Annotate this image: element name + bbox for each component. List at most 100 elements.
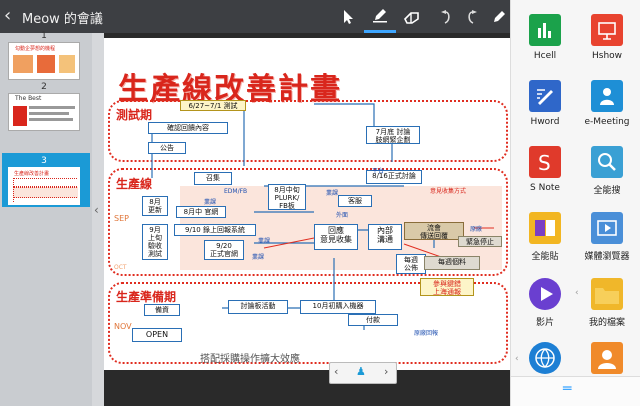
app-label: Hword (530, 117, 560, 127)
box-test-period: 6/27~7/1 測試 (180, 100, 246, 111)
section-production (108, 168, 508, 276)
box-convene: 召集 (194, 172, 232, 185)
previous-slide-icon[interactable]: ‹ (334, 365, 339, 378)
box-confirm-feedback: 確認回饋內容 (148, 122, 228, 134)
thumbnail-panel-collapse-handle[interactable]: ‹ (92, 33, 104, 406)
box-announcement: 公告 (148, 142, 186, 154)
section-label-test: 測試期 (116, 108, 153, 122)
slide-content[interactable]: 生產線改善計畫 測試期 生產線 SEP OCT 生產準備期 NOV (104, 38, 510, 370)
menu-icon: ═ (563, 381, 572, 397)
undo-icon[interactable] (428, 0, 460, 33)
pen-icon[interactable] (364, 0, 396, 33)
chevron-left-icon[interactable]: ‹ (515, 354, 519, 364)
slide-thumbnail-panel: 1 勾動企夢想的機程 2 The Best 3 生產線改善計畫 (0, 31, 92, 406)
thumbnail-title: The Best (15, 95, 42, 102)
month-label-oct: OCT (114, 264, 127, 271)
box-prepare-funds: 備資 (144, 304, 180, 316)
box-discuss-plan: 7月底 討論 肢網緊企劃 (366, 126, 420, 144)
app-label: Hshow (591, 51, 623, 61)
box-open: OPEN (132, 328, 182, 342)
slide-thumbnail-3[interactable]: 生產線改善計畫 (8, 167, 80, 205)
app-contacts[interactable] (577, 342, 637, 374)
thumbnail-number: 3 (41, 156, 47, 166)
box-plurk-fb: 8月中旬 PLURK/ FB板 (268, 184, 306, 210)
app-search[interactable]: 全能搜 (577, 146, 637, 196)
search-app-icon (591, 146, 623, 178)
box-emergency-stop: 緊急停止 (458, 236, 502, 247)
slide-thumbnail-2[interactable]: The Best (8, 93, 80, 131)
app-drawer: Hcell Hshow Hword e-Meeting S S Note (510, 0, 640, 406)
label-external: 外面 (336, 212, 349, 219)
globe-icon (529, 342, 561, 374)
label-note-1: 業課 (204, 199, 217, 206)
box-official-site: 9/20 正式官網 (204, 240, 244, 260)
app-drawer-handle[interactable]: ═ (511, 376, 640, 406)
section-test (108, 100, 508, 162)
chevron-left-icon[interactable]: ‹ (575, 288, 579, 298)
app-video[interactable]: 影片 (515, 278, 575, 328)
box-collect-feedback: 回應 意見收集 (314, 224, 358, 250)
thumbnail-number: 2 (41, 82, 47, 92)
folder-icon (591, 278, 623, 310)
thumbnail-title: 勾動企夢想的機程 (15, 46, 56, 52)
pointer-icon[interactable] (332, 0, 364, 33)
svg-text:S: S (538, 151, 551, 175)
label-vendor: 原廠 (470, 226, 483, 233)
app-emeeting[interactable]: e-Meeting (577, 80, 637, 127)
app-label: 媒體瀏覽器 (584, 252, 630, 262)
app-hshow[interactable]: Hshow (577, 14, 637, 61)
section-label-prep: 生產準備期 (116, 290, 177, 304)
back-icon[interactable]: ‹ (4, 5, 12, 26)
next-slide-icon[interactable]: › (384, 365, 389, 378)
box-september-test: 9月 上旬 驗收 測試 (142, 224, 168, 260)
hshow-icon (591, 14, 623, 46)
app-browser[interactable] (515, 342, 575, 374)
app-label: 影片 (535, 318, 554, 328)
media-browser-icon (591, 212, 623, 244)
eraser-icon[interactable] (396, 0, 428, 33)
app-hcell[interactable]: Hcell (515, 14, 575, 61)
section-prep (108, 282, 508, 364)
label-feedback-method: 意見收集方式 (430, 188, 467, 195)
hcell-icon (529, 14, 561, 46)
redo-icon[interactable] (458, 0, 490, 33)
app-label: e-Meeting (584, 117, 630, 127)
box-report-notice: 參與鍵錯 上海通報 (420, 278, 474, 296)
chevron-left-icon: ‹ (94, 203, 99, 217)
app-paste[interactable]: 全能貼 (515, 212, 575, 262)
label-note-2: 業課 (326, 190, 339, 197)
app-media-browser[interactable]: 媒體瀏覽器 (577, 212, 637, 262)
app-hword[interactable]: Hword (515, 80, 575, 127)
app-label: 我的檔案 (588, 318, 625, 328)
app-snote[interactable]: S S Note (515, 146, 575, 193)
label-edm: EDM/FB (224, 188, 248, 195)
emeeting-icon (591, 80, 623, 112)
box-send-reply: 流會 傳送回覆 (404, 222, 464, 240)
box-mid-august-site: 8月中 官網 (176, 206, 226, 218)
presenter-icon[interactable]: ♟ (356, 365, 366, 378)
slide-thumbnail-1[interactable]: 勾動企夢想的機程 (8, 42, 80, 80)
slide-footer-note: 搭配採購操作擴大效應 (200, 354, 300, 365)
label-note-4: 業課 (252, 254, 265, 261)
app-my-files[interactable]: 我的檔案 (577, 278, 637, 328)
snote-icon: S (529, 146, 561, 178)
month-label-sep: SEP (114, 214, 129, 223)
label-note-3: 業課 (258, 238, 271, 245)
box-forum-activity: 討論板活動 (228, 300, 288, 314)
label-platform: 平台 (372, 168, 385, 175)
thumbnail-number: 1 (41, 31, 47, 41)
contacts-icon (591, 342, 623, 374)
box-internal-communication: 內部 溝通 (368, 224, 402, 250)
month-label-nov: NOV (114, 322, 132, 331)
box-formal-discussion: 8/16正式討論 (366, 170, 422, 184)
app-label: S Note (530, 183, 560, 193)
box-report-system: 9/10 錄上回報系統 (174, 224, 256, 236)
app-label: 全能搜 (593, 186, 621, 196)
paste-app-icon (529, 212, 561, 244)
box-weekly-publish: 每週 公佈 (396, 254, 426, 274)
app-label: Hcell (533, 51, 557, 61)
box-august-update: 8月 更新 (142, 196, 168, 216)
settings-pen-icon[interactable] (488, 0, 510, 33)
box-buy-machines: 10月初購入機器 (300, 300, 376, 314)
